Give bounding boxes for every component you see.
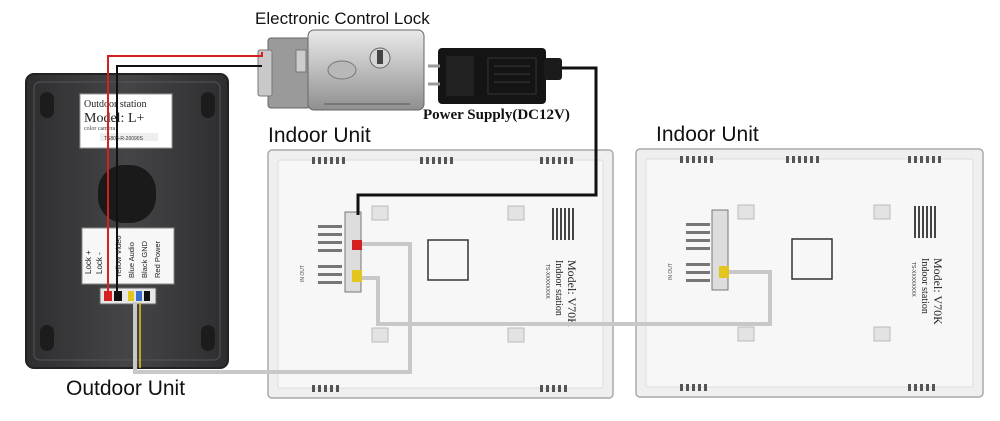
- power-supply-cable: [356, 66, 598, 215]
- label-indoor-unit-1: Indoor Unit: [268, 124, 371, 147]
- indoor-1-mount-bracket: [427, 239, 469, 281]
- cable-indoor1-to-indoor2: [362, 270, 772, 326]
- outdoor-sticker-serial: TS805-R-20090S: [104, 136, 144, 142]
- outdoor-sticker-title: Outdoor station: [84, 99, 147, 110]
- outdoor-screw-slot: [40, 92, 54, 118]
- terminal-label-lock-plus: Lock +: [84, 250, 93, 274]
- outdoor-station: Outdoor station Model: L+ color camera T…: [25, 73, 229, 369]
- terminal-label-power: Red Power: [153, 240, 162, 278]
- indoor-1-sticker-serial: TS-XXXXXXXX: [544, 264, 550, 299]
- electronic-lock: [257, 29, 425, 111]
- lock-wire-red: [107, 52, 263, 296]
- cable-outdoor-to-indoor1: [133, 242, 412, 374]
- svg-text:IN OUT: IN OUT: [300, 265, 306, 282]
- terminal-label-lock-minus: Lock -: [95, 252, 104, 274]
- outdoor-sticker-model: Model: L+: [84, 111, 144, 126]
- label-outdoor-unit: Outdoor Unit: [66, 377, 186, 400]
- label-indoor-unit-2: Indoor Unit: [656, 123, 759, 146]
- outdoor-screw-slot: [201, 92, 215, 118]
- terminal-label-gnd: Black GND: [140, 240, 149, 278]
- indoor-1-sticker-model: Model: V70K: [565, 260, 579, 327]
- label-electronic-lock: Electronic Control Lock: [255, 9, 430, 28]
- outdoor-terminal-plate: [81, 227, 175, 285]
- label-power-supply: Power Supply(DC12V): [423, 107, 570, 123]
- terminal-label-audio: Blue Audio: [127, 242, 136, 278]
- indoor-2-sticker-title: Indoor station: [919, 258, 930, 314]
- lock-brand-plate: [327, 60, 357, 80]
- terminal-label-video: Yellow Video: [114, 235, 123, 278]
- camera-recess: [98, 165, 156, 223]
- indoor-1-sticker-title: Indoor station: [553, 260, 564, 316]
- outdoor-screw-slot: [201, 325, 215, 351]
- svg-text:IN OUT: IN OUT: [668, 263, 674, 280]
- indoor-2-sticker-serial: TS-XXXXXXXX: [910, 262, 916, 297]
- indoor-2-sticker-model: Model: V70K: [931, 258, 945, 325]
- indoor-2-mount-bracket: [791, 238, 833, 280]
- indoor-station-2: IN OUT Indoor station Model: V70K TS-XXX…: [635, 148, 984, 398]
- power-supply-adapter: [428, 48, 562, 104]
- lock-wire-black: [116, 65, 262, 296]
- outdoor-sticker-sub: color camera: [84, 126, 115, 132]
- outdoor-screw-slot: [40, 325, 54, 351]
- indoor-station-1: IN OUT Indoor station Model: V70K TS-XXX…: [267, 149, 614, 399]
